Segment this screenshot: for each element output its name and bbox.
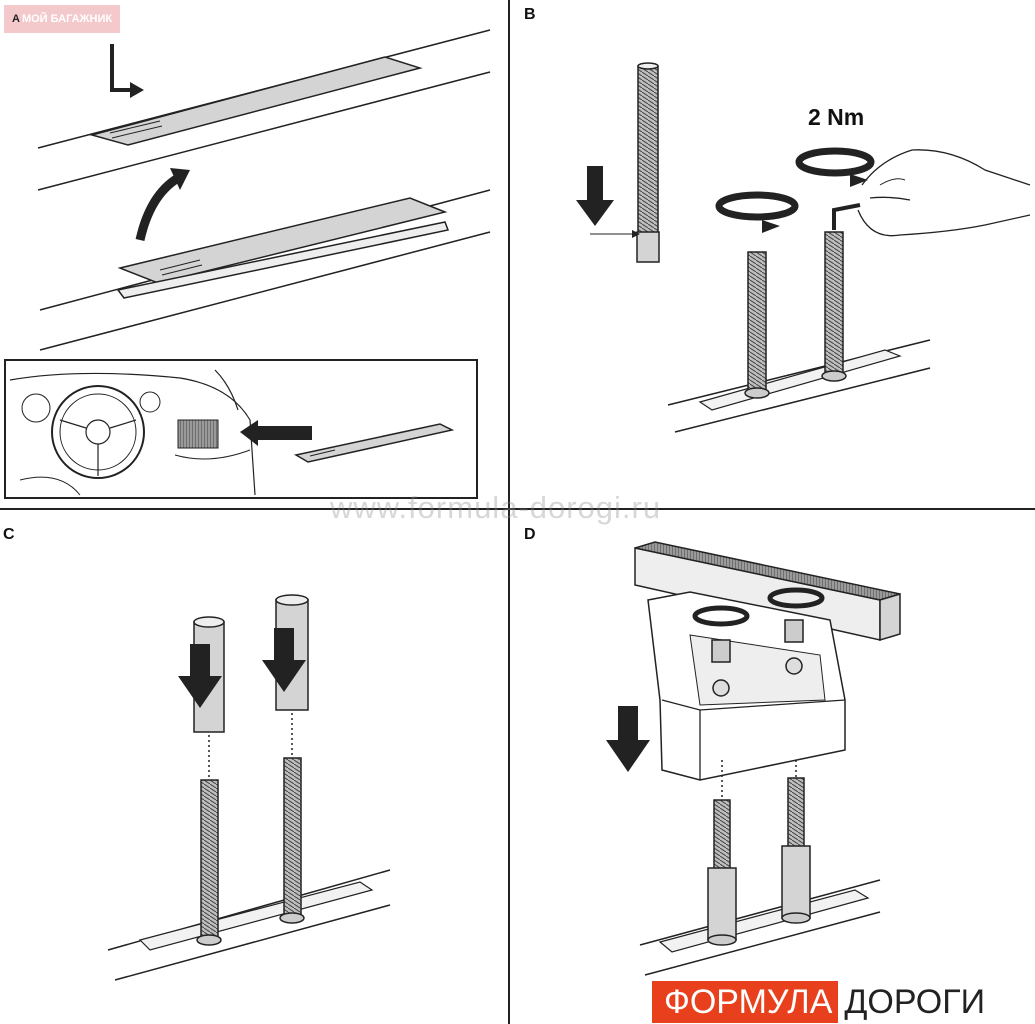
torque-label: 2 Nm [808,104,865,130]
panel-divider-vertical [508,0,510,1024]
logo-part-1: ФОРМУЛА [652,981,839,1023]
threaded-rod-c-right [283,757,302,919]
threaded-rod-loose [637,65,659,237]
hand-sketch [857,149,1031,237]
rotate-arrow-icon-2 [795,147,875,177]
panel-label-b: B [524,6,536,23]
logo-part-2: ДОРОГИ [838,981,992,1023]
watermark-text: www.formula-dorogi.ru [330,490,662,525]
panel-b-illustration [576,62,1031,433]
brand-logo: ФОРМУЛА ДОРОГИ [652,981,992,1023]
rotate-arrow-icon-1 [715,191,799,221]
panel-label-c: C [3,526,15,543]
panel-label-a: A [12,13,20,25]
panel-label-d: D [524,526,536,543]
threaded-rod-d-right [787,777,805,849]
threaded-rod-d-left [713,799,731,871]
panel-a-illustration [4,29,491,499]
curved-arrow-icon [135,174,181,242]
panel-c-illustration [107,594,391,981]
corner-arrow-icon [110,44,132,92]
cover-strip-top [89,56,423,146]
steering-wheel [51,385,145,479]
inset-dashboard-box [4,359,478,499]
allen-key [832,203,861,230]
spacer-sleeve-d-left [707,867,737,941]
down-arrow-icon [576,166,614,226]
spacer-sleeve-d-right [781,845,811,919]
down-arrow-icon-d [606,706,650,772]
threaded-rod-left [747,251,767,393]
down-arrow-icon-c1 [178,644,222,708]
down-arrow-icon-c2 [262,628,306,692]
badge-text: МОЙ БАГАЖНИК [21,13,113,25]
inset-arrow-icon [240,420,312,446]
panel-d-illustration [606,541,901,976]
cover-strip-bottom [117,197,448,284]
threaded-rod-c-left [200,779,219,941]
panel-divider-horizontal [0,508,1035,510]
threaded-rod-right [824,231,844,375]
